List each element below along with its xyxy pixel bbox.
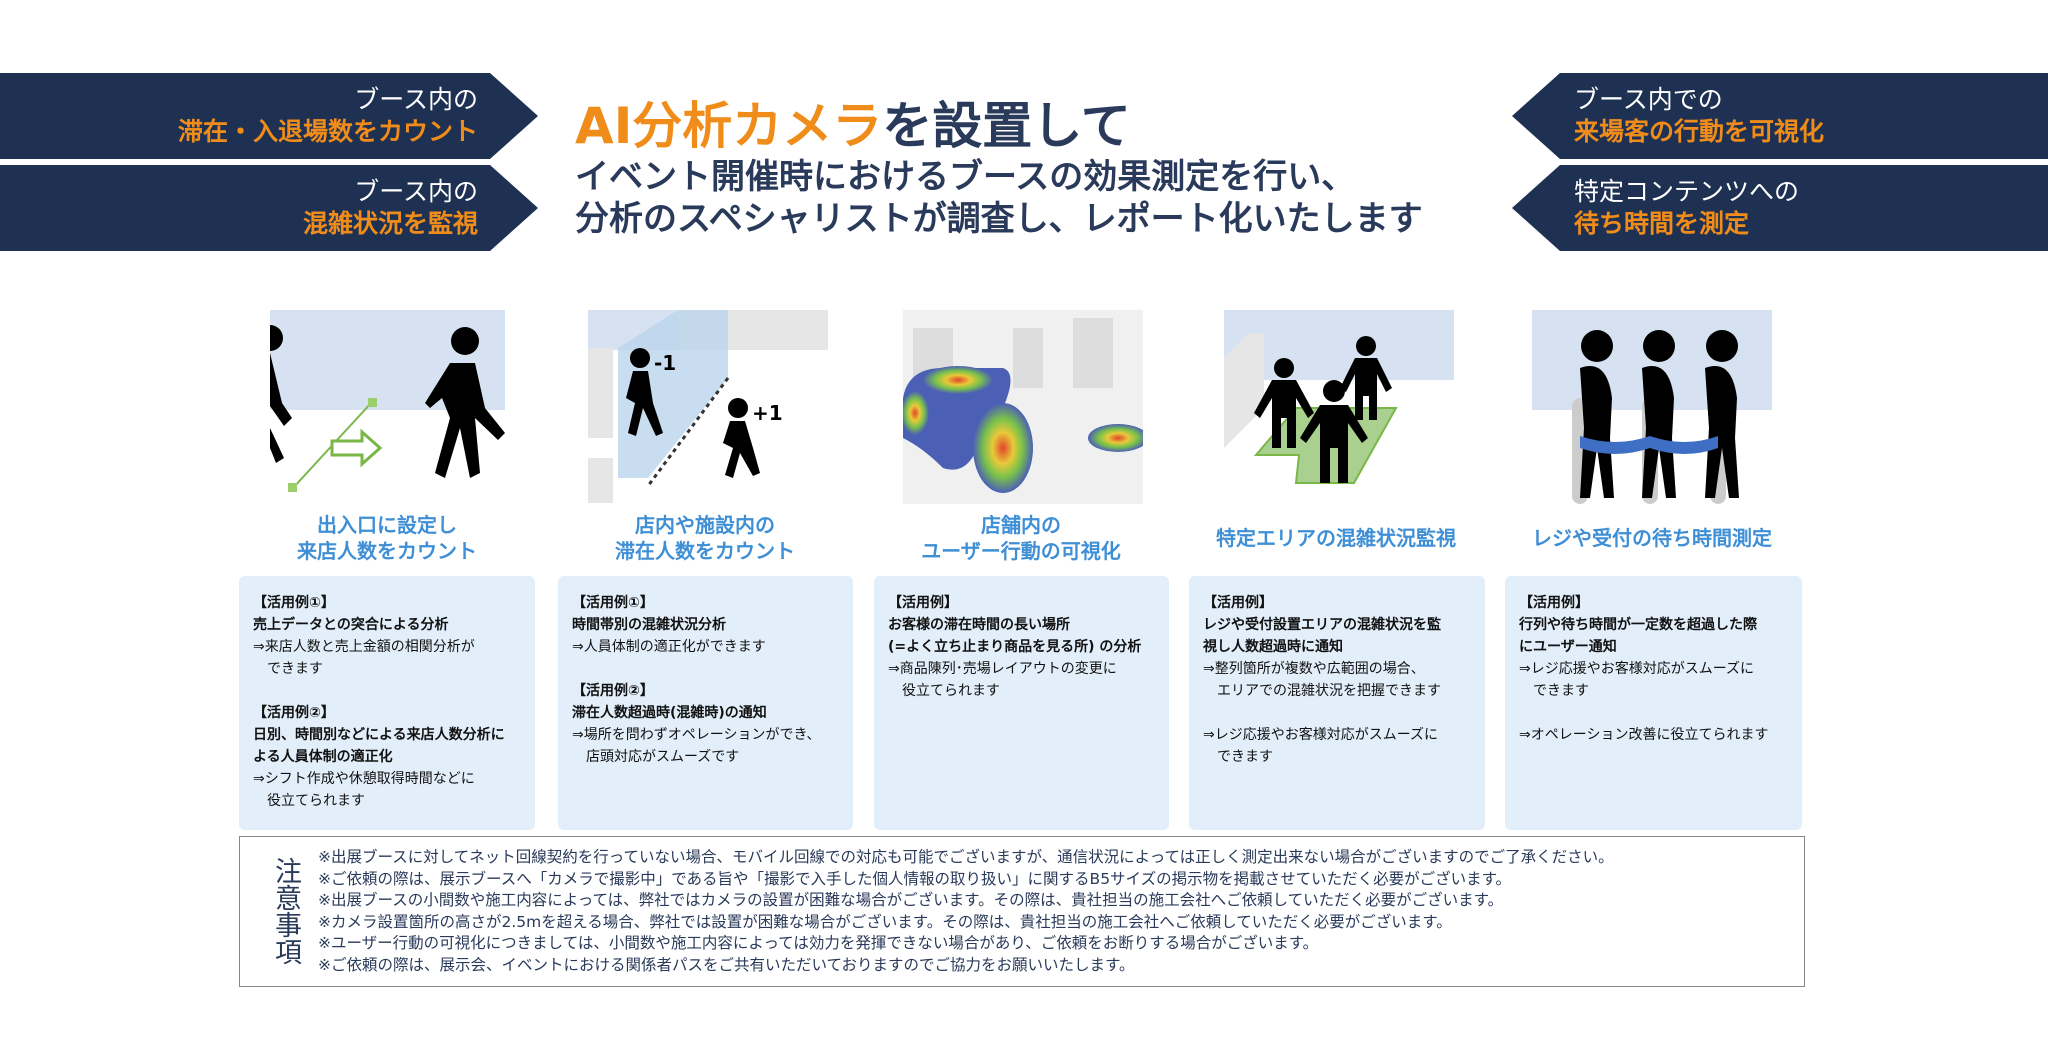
spacer [1203, 702, 1471, 724]
use-case-heading: よる人員体制の適正化 [253, 749, 393, 765]
use-case-detail: ⇒レジ応援やお客様対応がスムーズに [1519, 661, 1755, 677]
use-case-heading: 行列や待ち時間が一定数を超過した際 [1519, 617, 1757, 633]
note-line: ※カメラ設置箇所の高さが2.5mを超える場合、弊社では設置が困難な場合がございま… [318, 912, 1452, 931]
note-line: ※ご依頼の際は、展示会、イベントにおける関係者パスをご共有いただいておりますので… [318, 955, 1135, 974]
caption-line: 店舗内の [981, 513, 1061, 537]
banner-line1: ブース内での [1574, 85, 1723, 114]
headline-rest: を設置して [882, 97, 1131, 155]
banner-line2: 待ち時間を測定 [1574, 209, 1750, 238]
use-case-heading: 【活用例①】 [572, 595, 654, 611]
use-case-heading: レジや受付設置エリアの混雑状況を監 [1203, 617, 1441, 633]
banner-line2: 混雑状況を監視 [302, 209, 478, 238]
subheadline-line1: イベント開催時におけるブースの効果測定を行い、 [575, 157, 1356, 197]
use-case-heading: 【活用例】 [1203, 595, 1273, 611]
use-case-detail: 店頭対応がスムーズです [586, 749, 740, 765]
use-case-heading: お客様の滞在時間の長い場所 [888, 617, 1070, 633]
headline-accent: AI分析カメラ [575, 97, 883, 155]
use-case-heading: 滞在人数超過時(混雑時)の通知 [572, 705, 767, 721]
note-line: ※ご依頼の際は、展示ブースへ「カメラで撮影中」である旨や「撮影で入手した個人情報… [318, 869, 1512, 888]
use-case-heading: 売上データとの突合による分析 [253, 617, 449, 633]
use-case-box-3: 【活用例】お客様の滞在時間の長い場所 (=よく立ち止まり商品を見る所) の分析 ⇒商… [874, 576, 1169, 830]
caption-line: 店内や施設内の [635, 513, 775, 537]
use-case-detail: できます [1217, 749, 1273, 765]
minus-one-label: -1 [654, 351, 676, 375]
use-case-box-4: 【活用例】レジや受付設置エリアの混雑状況を監視し人数超過時に通知 ⇒整列箇所が複数… [1189, 576, 1485, 830]
spacer [253, 680, 521, 702]
note-line: ※ユーザー行動の可視化につきましては、小間数や施工内容によっては効力を発揮できな… [318, 934, 1319, 952]
use-case-detail: 役立てられます [902, 683, 1000, 699]
use-case-detail: ⇒場所を問わずオペレーションができ、 [572, 727, 821, 743]
caption-line: ユーザー行動の可視化 [921, 539, 1121, 563]
use-case-detail: ⇒整列箇所が複数や広範囲の場合、 [1203, 661, 1425, 677]
use-case-detail: 役立てられます [267, 793, 365, 809]
caption-line: レジや受付の待ち時間測定 [1532, 526, 1772, 550]
use-case-heading: 日別、時間別などによる来店人数分析に [253, 727, 505, 743]
right-banner-1: ブース内での 来場客の行動を可視化 [1512, 73, 2048, 159]
subheadline-line2: 分析のスペシャリストが調査し、レポート化いたします [575, 199, 1423, 239]
banner-line2: 滞在・入退場数をカウント [177, 117, 478, 146]
plus-one-label: +1 [752, 401, 783, 425]
use-case-box-1: 【活用例①】売上データとの突合による分析 ⇒来店人数と売上金額の相関分析ができます… [239, 576, 535, 830]
feature-caption-1: 出入口に設定し来店人数をカウント [237, 512, 537, 564]
use-case-detail: エリアでの混雑状況を把握できます [1217, 683, 1441, 699]
use-case-heading: にユーザー通知 [1519, 639, 1617, 655]
notes-lines: ※出展ブースに対してネット回線契約を行っていない場合、モバイル回線での対応も可能… [318, 847, 1614, 986]
use-case-heading: 【活用例②】 [572, 683, 654, 699]
use-case-heading: 視し人数超過時に通知 [1203, 639, 1343, 655]
queue-wait-illustration [1532, 310, 1772, 504]
entrance-count-illustration [270, 310, 505, 492]
use-case-heading: 【活用例②】 [253, 705, 335, 721]
caption-line: 来店人数をカウント [297, 539, 477, 563]
use-case-box-5: 【活用例】行列や待ち時間が一定数を超過した際にユーザー通知 ⇒レジ応援やお客様対応… [1505, 576, 1802, 830]
feature-caption-5: レジや受付の待ち時間測定 [1502, 525, 1802, 551]
use-case-detail: ⇒レジ応援やお客様対応がスムーズに [1203, 727, 1439, 743]
banner-line2: 来場客の行動を可視化 [1574, 117, 1825, 146]
spacer [572, 658, 839, 680]
caption-line: 出入口に設定し [317, 513, 457, 537]
use-case-detail: できます [267, 661, 323, 677]
subheadline: イベント開催時におけるブースの効果測定を行い、 分析のスペシャリストが調査し、レ… [575, 156, 1423, 240]
note-line: ※出展ブースの小間数や施工内容によっては、弊社ではカメラの設置が困難な場合がござ… [318, 891, 1504, 909]
use-case-detail: できます [1533, 683, 1589, 699]
area-congestion-illustration [1224, 310, 1454, 484]
caption-line: 滞在人数をカウント [615, 539, 795, 563]
right-banner-2: 特定コンテンツへの 待ち時間を測定 [1512, 165, 2048, 251]
use-case-box-2: 【活用例①】時間帯別の混雑状況分析 ⇒人員体制の適正化ができます【活用例②】滞在人… [558, 576, 853, 830]
use-case-detail: ⇒シフト作成や休憩取得時間などに [253, 771, 475, 787]
left-banner-2: ブース内の 混雑状況を監視 [0, 165, 538, 251]
use-case-heading: 【活用例】 [1519, 595, 1589, 611]
use-case-detail: ⇒人員体制の適正化ができます [572, 639, 766, 655]
use-case-heading: (=よく立ち止まり商品を見る所) の分析 [888, 639, 1142, 655]
note-line: ※出展ブースに対してネット回線契約を行っていない場合、モバイル回線での対応も可能… [318, 848, 1614, 866]
occupancy-count-illustration: -1 +1 [588, 310, 828, 503]
feature-caption-3: 店舗内のユーザー行動の可視化 [871, 512, 1171, 564]
use-case-detail: ⇒商品陳列･売場レイアウトの変更に [888, 661, 1117, 677]
notes-box: 注意事項 ※出展ブースに対してネット回線契約を行っていない場合、モバイル回線での… [239, 836, 1805, 987]
use-case-heading: 時間帯別の混雑状況分析 [572, 617, 726, 633]
headline: AI分析カメラを設置して [575, 86, 1131, 158]
left-banner-1: ブース内の 滞在・入退場数をカウント [0, 73, 538, 159]
spacer [1519, 702, 1788, 724]
use-case-detail: ⇒来店人数と売上金額の相関分析が [253, 639, 475, 655]
use-case-detail: ⇒オペレーション改善に役立てられます [1519, 727, 1769, 743]
banner-line1: 特定コンテンツへの [1574, 177, 1800, 206]
feature-caption-2: 店内や施設内の滞在人数をカウント [555, 512, 855, 564]
feature-caption-4: 特定エリアの混雑状況監視 [1186, 525, 1486, 551]
notes-label: 注意事項 [270, 857, 301, 965]
use-case-heading: 【活用例】 [888, 595, 958, 611]
banner-line1: ブース内の [354, 85, 478, 114]
caption-line: 特定エリアの混雑状況監視 [1216, 526, 1456, 550]
use-case-heading: 【活用例①】 [253, 595, 335, 611]
heatmap-illustration [903, 310, 1143, 504]
banner-line1: ブース内の [354, 177, 478, 206]
